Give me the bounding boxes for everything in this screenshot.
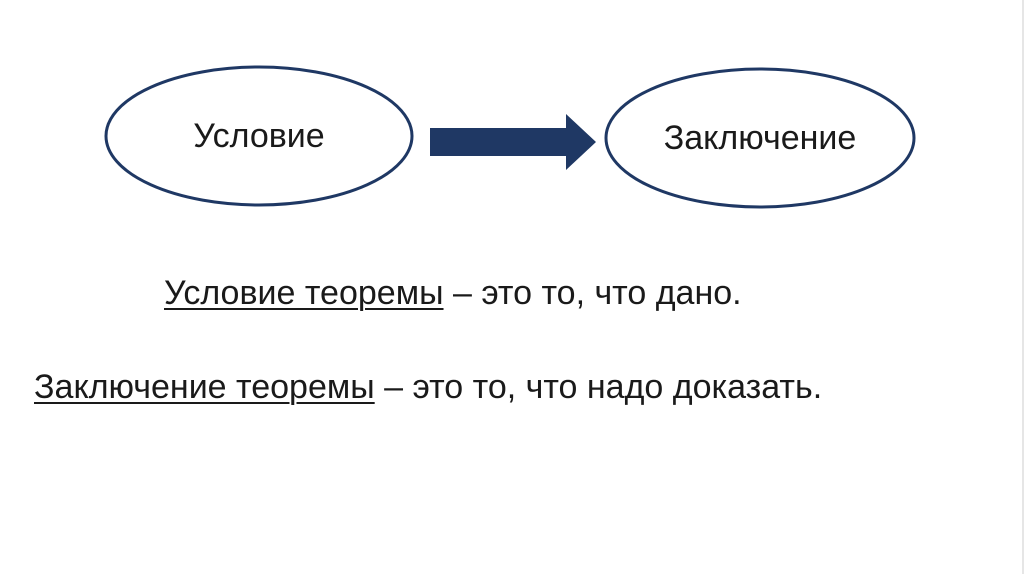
condition-definition: Условие теоремы – это то, что дано. bbox=[164, 273, 742, 313]
conclusion-term: Заключение теоремы bbox=[34, 368, 375, 406]
conclusion-node-label: Заключение bbox=[663, 119, 857, 157]
conclusion-ellipse bbox=[604, 67, 916, 209]
condition-ellipse bbox=[104, 65, 414, 207]
condition-definition-text: – это то, что дано. bbox=[443, 274, 742, 312]
conclusion-definition-text: – это то, что надо доказать. bbox=[374, 368, 823, 406]
condition-node-label: Условие bbox=[193, 117, 325, 155]
conclusion-definition: Заключение теоремы – это то, что надо до… bbox=[34, 367, 822, 407]
slide-edge bbox=[1022, 0, 1024, 574]
condition-term: Условие теоремы bbox=[164, 274, 444, 312]
arrow-right-icon bbox=[430, 114, 596, 170]
